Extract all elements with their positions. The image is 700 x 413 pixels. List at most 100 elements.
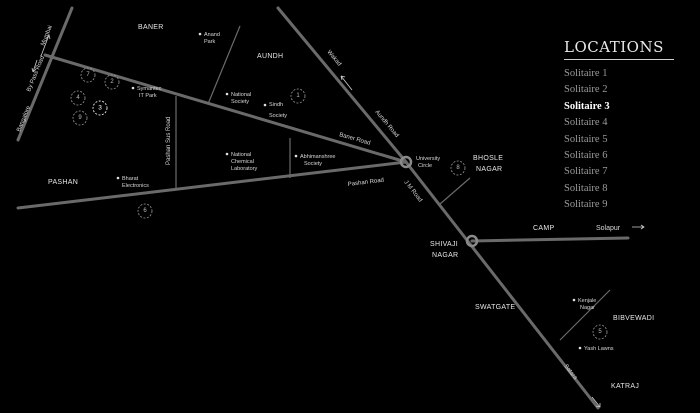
area-bhosle: BHOSLE <box>473 155 503 162</box>
solitaire-marker-2[interactable]: 2 <box>104 74 120 90</box>
area-camp: CAMP <box>533 225 554 232</box>
abhimanshree-label-2: Society <box>304 161 322 167</box>
symantec-label-1: Symantec <box>137 86 162 92</box>
area-katraj: KATRAJ <box>611 383 639 390</box>
arrow-bangalore-icon <box>31 59 38 73</box>
legend-item-solitaire-6[interactable]: Solitaire 6 <box>564 149 608 161</box>
legend-title: LOCATIONS <box>564 38 674 60</box>
solitaire-marker-number-3: 3 <box>98 105 102 112</box>
anand-park-dot <box>198 32 202 36</box>
yash-lawns-dot <box>578 346 582 350</box>
legend-item-solitaire-9[interactable]: Solitaire 9 <box>564 199 608 211</box>
solitaire-marker-number-9: 9 <box>78 115 82 121</box>
arrow-mumbai-icon <box>40 34 51 57</box>
symantec-dot <box>131 86 135 90</box>
road-label-bypass: By Pass Road <box>26 55 46 93</box>
solitaire-marker-ring-2[interactable] <box>104 74 120 90</box>
shivaji-nagar-junction <box>465 234 479 248</box>
legend-item-solitaire-7[interactable]: Solitaire 7 <box>564 166 608 178</box>
area-labels: BANER AUNDH PASHAN BHOSLE NAGAR SHIVAJI … <box>48 24 654 390</box>
solitaire-marker-5[interactable]: 5 <box>592 324 608 340</box>
arrow-solapur-icon <box>632 224 645 230</box>
direction-arrows <box>31 34 645 408</box>
legend-item-solitaire-8[interactable]: Solitaire 8 <box>564 182 608 194</box>
sindh-society-label-1: Sindh <box>269 102 283 108</box>
legend-item-solitaire-5[interactable]: Solitaire 5 <box>564 133 608 145</box>
area-swatgate: SWATGATE <box>475 304 515 311</box>
solitaire-marker-ring-6[interactable] <box>137 203 153 219</box>
road-label-pashan-road: Pashan Road <box>348 178 385 188</box>
kenjale-label-1: Kenjale <box>578 298 596 304</box>
solitaire-marker-6[interactable]: 6 <box>137 203 153 219</box>
legend-list: Solitaire 1 Solitaire 2 Solitaire 3 Solitai… <box>564 66 674 214</box>
abhimanshree-dot <box>294 154 298 158</box>
road-label-wakad: Wakad <box>325 49 341 67</box>
road-label-mumbai: Mumbai <box>40 25 54 47</box>
solitaire-marker-3[interactable]: 3 <box>92 100 108 116</box>
bibvewadi-branch-line <box>559 289 611 341</box>
road-label-bangalore: Bangalore <box>16 105 32 133</box>
solitaire-marker-number-6: 6 <box>143 208 147 214</box>
solitaire-marker-number-5: 5 <box>598 329 602 335</box>
solitaire-marker-ring-1[interactable] <box>290 88 306 104</box>
legend-item-solitaire-4[interactable]: Solitaire 4 <box>564 117 608 129</box>
kenjale-dot <box>572 298 576 302</box>
arrow-satara-icon <box>591 396 601 408</box>
jm-road-line <box>404 160 600 410</box>
ncl-label-1: National <box>231 152 251 158</box>
ncl-dot <box>225 152 229 156</box>
solitaire-marker-4[interactable]: 4 <box>70 90 86 106</box>
road-label-satara: Satara <box>562 364 578 382</box>
solapur-road-line <box>470 236 630 243</box>
bharat-label-1: Bharat <box>122 176 139 182</box>
place-labels: Anand Park Symantec IT Park National Soc… <box>116 32 614 352</box>
solitaire-marker-number-1: 1 <box>296 93 300 99</box>
solitaire-marker-9[interactable]: 9 <box>72 110 88 126</box>
area-nagar-shivaji: NAGAR <box>432 252 458 259</box>
aundh-branch-line <box>207 25 241 105</box>
solitaire-marker-number-7: 7 <box>86 72 90 78</box>
solitaire-marker-ring-7[interactable] <box>80 67 96 83</box>
legend-item-solitaire-3[interactable]: Solitaire 3 <box>564 100 610 112</box>
area-shivaji: SHIVAJI <box>430 241 458 248</box>
road-label-aundh-road: Aundh Road <box>373 109 399 138</box>
university-label-2: Circle <box>418 163 432 169</box>
sindh-society-label-2: Society <box>269 113 287 119</box>
baner-road-line <box>43 53 408 164</box>
yash-lawns-label: Yash Lawns <box>584 346 614 352</box>
solitaire-marker-ring-4[interactable] <box>70 90 86 106</box>
abhimanshree-label-1: Abhimanshree <box>300 154 335 160</box>
bypass-road-line <box>16 6 74 142</box>
solitaire-marker-8[interactable]: 8 <box>450 160 466 176</box>
national-society-dot <box>225 92 229 96</box>
anand-park-label-2: Park <box>204 39 216 45</box>
bhosle-branch-line <box>439 177 471 205</box>
university-circle-junction <box>399 155 413 169</box>
road-label-pashan-sus: Pashan Sus Road <box>166 117 172 165</box>
kenjale-label-2: Nagar <box>580 305 595 311</box>
road-label-solapur: Solapur <box>596 225 621 232</box>
university-label-1: University <box>416 156 440 162</box>
solitaire-marker-number-8: 8 <box>456 165 460 171</box>
solitaire-marker-ring-8[interactable] <box>450 160 466 176</box>
solitaire-marker-ring-5[interactable] <box>592 324 608 340</box>
area-nagar-bhosle: NAGAR <box>476 166 502 173</box>
national-society-label-1: National <box>231 92 251 98</box>
solitaire-marker-number-4: 4 <box>76 95 80 101</box>
solitaire-markers[interactable]: 1 2 3 4 5 6 7 8 9 <box>70 67 608 340</box>
anand-park-label-1: Anand <box>204 32 220 38</box>
area-aundh: AUNDH <box>257 53 283 60</box>
legend-item-solitaire-1[interactable]: Solitaire 1 <box>564 68 608 79</box>
legend-item-solitaire-2[interactable]: Solitaire 2 <box>564 84 608 96</box>
solitaire-marker-ring-9[interactable] <box>72 110 88 126</box>
arrow-wakad-icon <box>340 75 353 91</box>
national-society-label-2: Society <box>231 99 249 105</box>
sindh-society-dot <box>263 103 267 107</box>
ncl-label-3: Laboratory <box>231 166 258 172</box>
solitaire-marker-ring-3[interactable] <box>92 100 108 116</box>
solitaire-marker-7[interactable]: 7 <box>80 67 96 83</box>
area-bibvewadi: BIBVEWADI <box>613 315 654 322</box>
ncl-label-2: Chemical <box>231 159 254 165</box>
solitaire-marker-1[interactable]: 1 <box>290 88 306 104</box>
